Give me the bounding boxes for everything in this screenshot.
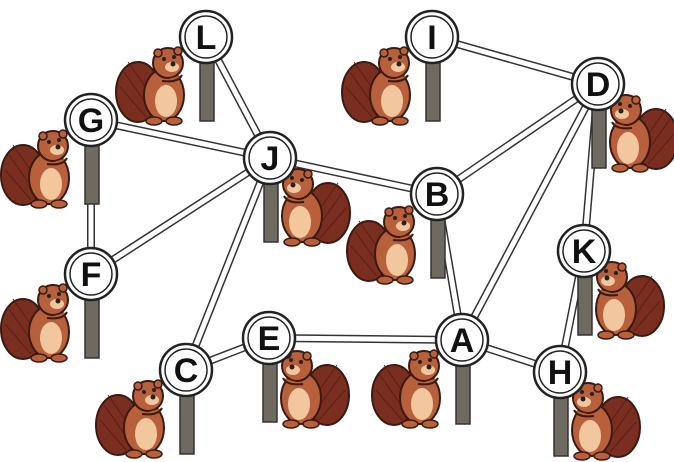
edge-i-d xyxy=(430,33,600,88)
beaver-icon-e xyxy=(280,349,350,429)
post-f xyxy=(84,291,100,359)
beaver-icon-f xyxy=(0,283,70,363)
post-d xyxy=(591,101,607,169)
node-label-b: B xyxy=(425,176,450,214)
post-g xyxy=(84,137,100,205)
node-label-f: F xyxy=(81,256,102,294)
beaver-icon-c xyxy=(95,379,165,459)
post-i xyxy=(425,54,441,122)
edge-j-b xyxy=(269,154,438,198)
beaver-icon-d xyxy=(609,93,674,173)
beaver-icon-g xyxy=(0,129,70,209)
post-k xyxy=(577,268,593,336)
edge-e-a xyxy=(268,334,463,344)
node-j: J xyxy=(242,130,298,186)
beaver-icon-a xyxy=(371,349,441,429)
node-label-k: K xyxy=(572,233,597,271)
post-l xyxy=(199,54,215,122)
beaver-icon-j xyxy=(281,167,351,247)
post-h xyxy=(553,389,569,457)
beaver-icon-h xyxy=(571,381,641,461)
node-e: E xyxy=(241,310,297,366)
post-c xyxy=(179,387,195,455)
node-c: C xyxy=(158,342,214,398)
node-f: F xyxy=(63,246,119,302)
node-label-j: J xyxy=(261,140,280,178)
node-l: L xyxy=(178,9,234,65)
beaver-icon-k xyxy=(595,260,665,340)
node-d: D xyxy=(570,56,626,112)
node-label-a: A xyxy=(450,322,475,360)
node-label-c: C xyxy=(174,352,199,390)
post-j xyxy=(263,175,279,243)
edge-g-j xyxy=(90,116,271,162)
beavers-layer xyxy=(0,46,674,461)
post-b xyxy=(430,211,446,279)
beaver-icon-b xyxy=(346,205,416,285)
node-b: B xyxy=(409,166,465,222)
node-a: A xyxy=(434,312,490,368)
edge-f-j xyxy=(88,154,273,278)
post-a xyxy=(455,357,471,425)
beaver-icon-i xyxy=(341,46,411,126)
node-i: I xyxy=(404,9,460,65)
node-k: K xyxy=(556,223,612,279)
edge-b-d xyxy=(434,80,601,198)
node-label-g: G xyxy=(78,102,104,140)
post-e xyxy=(262,355,278,423)
nodes-layer: L I G D J B K F E A C H xyxy=(63,9,626,400)
node-g: G xyxy=(63,92,119,148)
node-label-d: D xyxy=(586,66,611,104)
node-label-h: H xyxy=(548,354,573,392)
edge-d-a xyxy=(458,82,602,342)
node-label-e: E xyxy=(258,320,281,358)
edge-j-c xyxy=(182,156,274,372)
node-label-i: I xyxy=(427,19,436,57)
beaver-icon-l xyxy=(115,46,185,126)
node-h: H xyxy=(532,344,588,400)
node-label-l: L xyxy=(196,19,217,57)
